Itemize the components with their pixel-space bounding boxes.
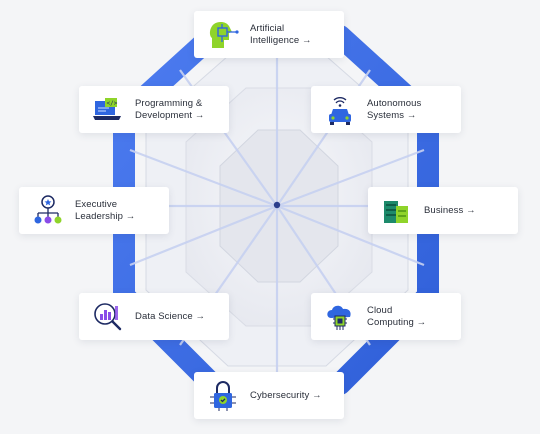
card-artificial-intelligence[interactable]: Artificial Intelligence → — [194, 11, 344, 58]
card-label: Cloud Computing → — [367, 304, 427, 328]
code-laptop-icon: </> — [91, 93, 125, 127]
svg-text:</>: </> — [107, 100, 118, 107]
card-data-science[interactable]: Data Science → — [79, 293, 229, 340]
autonomous-car-icon — [323, 93, 357, 127]
card-label: Programming & Development → — [135, 97, 205, 121]
card-executive-leadership[interactable]: Executive Leadership → — [19, 187, 169, 234]
card-label: Cybersecurity → — [250, 389, 322, 401]
magnifier-chart-icon — [91, 300, 125, 334]
ai-head-chip-icon — [206, 18, 240, 52]
cloud-chip-icon — [323, 300, 357, 334]
card-label: Autonomous Systems → — [367, 97, 422, 121]
hub-dot — [273, 201, 281, 209]
card-label: Artificial Intelligence → — [250, 22, 312, 46]
card-business[interactable]: Business → — [368, 187, 518, 234]
padlock-circuit-icon — [206, 379, 240, 413]
card-label: Executive Leadership → — [75, 198, 136, 222]
card-label: Business → — [424, 204, 476, 216]
org-chart-icon — [31, 194, 65, 228]
card-autonomous-systems[interactable]: Autonomous Systems → — [311, 86, 461, 133]
card-label: Data Science → — [135, 310, 206, 322]
card-cloud-computing[interactable]: Cloud Computing → — [311, 293, 461, 340]
card-programming-development[interactable]: </> Programming & Development → — [79, 86, 229, 133]
card-cybersecurity[interactable]: Cybersecurity → — [194, 372, 344, 419]
business-buildings-icon — [380, 194, 414, 228]
